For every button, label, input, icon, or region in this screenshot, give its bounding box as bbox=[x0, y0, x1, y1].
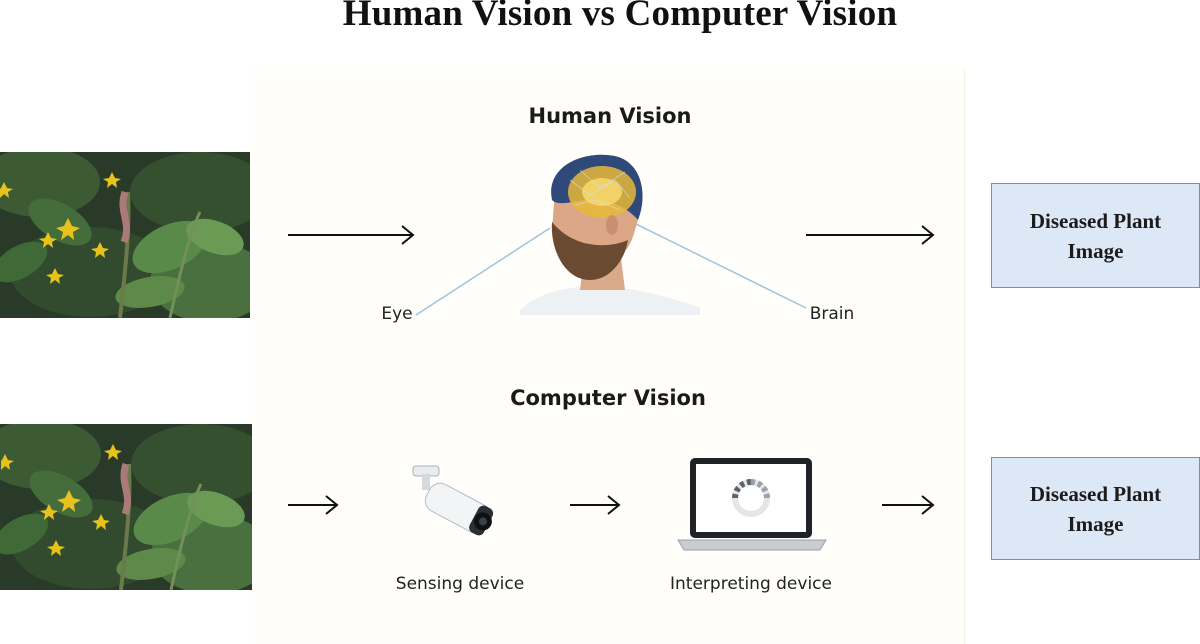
arrow-camera-to-laptop bbox=[568, 492, 624, 518]
interpreting-device-label: Interpreting device bbox=[650, 574, 852, 594]
plant-photo-human bbox=[0, 152, 250, 318]
plant-photo-illustration bbox=[0, 424, 252, 590]
human-vision-heading: Human Vision bbox=[480, 104, 740, 128]
arrow-photo-to-camera bbox=[286, 492, 342, 518]
arrow-laptop-to-output bbox=[880, 492, 938, 518]
human-output-box: Diseased Plant Image bbox=[991, 183, 1200, 288]
sensing-device-label: Sensing device bbox=[380, 574, 540, 594]
eye-pointer-line bbox=[416, 228, 550, 315]
diagram-title: Human Vision vs Computer Vision bbox=[0, 0, 1200, 35]
plant-photo-illustration bbox=[0, 152, 250, 318]
computer-vision-heading: Computer Vision bbox=[470, 386, 746, 410]
human-head-illustration bbox=[380, 150, 860, 330]
computer-output-box: Diseased Plant Image bbox=[991, 457, 1200, 560]
brain-label: Brain bbox=[800, 304, 864, 324]
eye-label: Eye bbox=[372, 304, 422, 324]
arrow-human-to-output bbox=[804, 222, 938, 248]
plant-photo-computer bbox=[0, 424, 252, 590]
security-camera-icon bbox=[405, 462, 500, 544]
laptop-icon bbox=[676, 456, 828, 556]
